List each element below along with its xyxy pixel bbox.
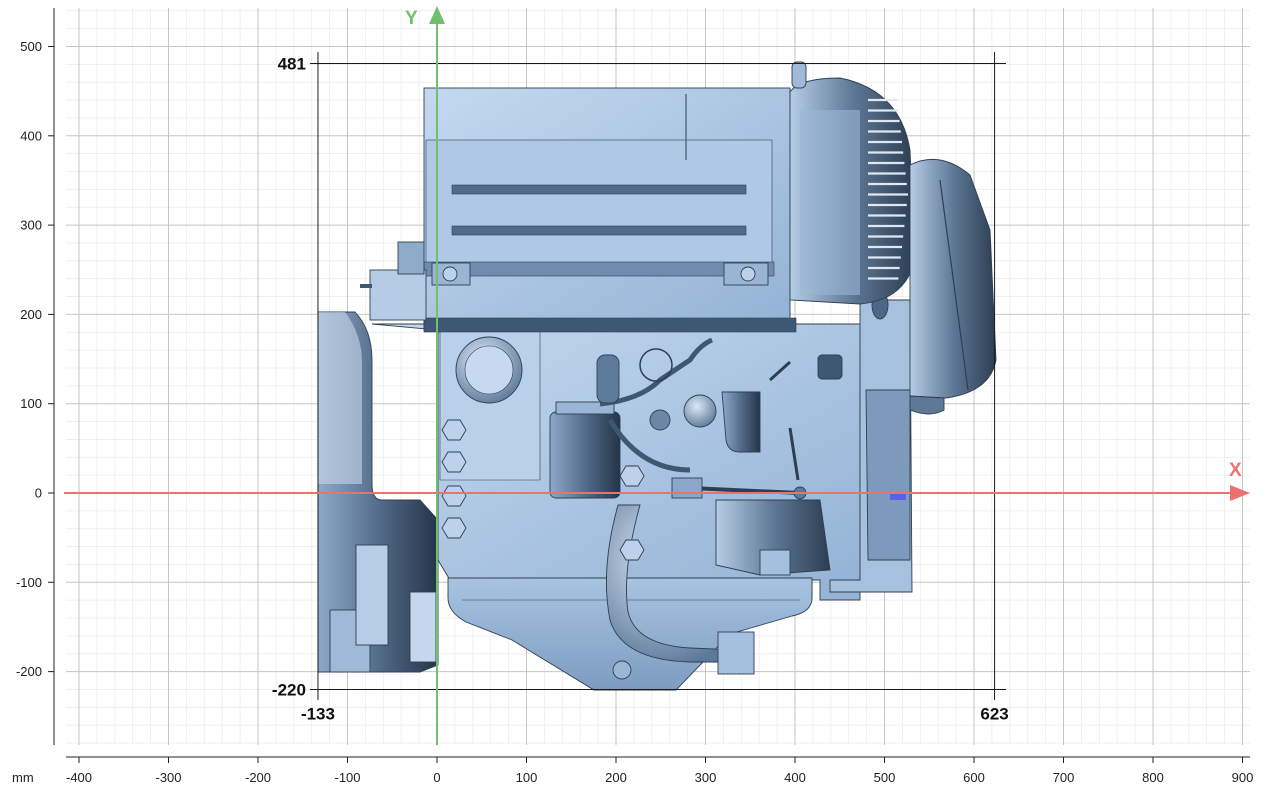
y-tick-label: 0 bbox=[35, 486, 42, 501]
y-tick-label: 500 bbox=[20, 39, 42, 54]
governor-knob bbox=[817, 354, 843, 380]
y-tick-label: -200 bbox=[16, 664, 42, 679]
fuel-fitting-cap bbox=[397, 241, 425, 275]
x-tick-label: 300 bbox=[695, 770, 717, 785]
x-axis-arrow bbox=[1230, 485, 1250, 501]
fan-fins bbox=[868, 98, 908, 280]
bounding-dimensions bbox=[309, 52, 1006, 700]
x-tick-label: 700 bbox=[1053, 770, 1075, 785]
x-tick-label: 800 bbox=[1142, 770, 1164, 785]
fuel-fitting-block bbox=[369, 269, 427, 321]
y-tick-label: 200 bbox=[20, 307, 42, 322]
governor-housing bbox=[721, 391, 761, 453]
y-tick-label: 300 bbox=[20, 218, 42, 233]
cover-panel bbox=[425, 139, 773, 271]
fan-housing-face bbox=[800, 110, 860, 295]
x-tick-label: 100 bbox=[516, 770, 538, 785]
oil-filter-cap bbox=[555, 401, 615, 415]
y-axis-arrow bbox=[429, 6, 445, 24]
crankcase-bolts bbox=[441, 419, 645, 561]
fuel-pump-hub bbox=[649, 409, 671, 431]
clamp-bolt-left bbox=[442, 266, 458, 282]
x-axis-letter: X bbox=[1229, 460, 1242, 481]
indicator-lamp bbox=[890, 492, 906, 500]
x-tick-label: 500 bbox=[874, 770, 896, 785]
lifting-eye bbox=[791, 61, 807, 89]
fuel-pump-wheel bbox=[683, 394, 717, 428]
y-tick-label: 400 bbox=[20, 128, 42, 143]
x-tick-label: -300 bbox=[155, 770, 181, 785]
cover-rail bbox=[423, 261, 775, 277]
dimension-right-label: 623 bbox=[980, 704, 1008, 723]
gauge-ring bbox=[639, 348, 673, 382]
cover-slot-upper bbox=[451, 184, 747, 195]
drain-plug bbox=[612, 660, 632, 680]
dimension-bottom-label: -220 bbox=[272, 680, 306, 699]
x-axis-ticks: -400 -300 -200 -100 0 100 200 300 400 500 600 700 80… bbox=[66, 757, 1253, 785]
x-tick-label: 400 bbox=[784, 770, 806, 785]
starter-motor bbox=[715, 499, 831, 576]
x-tick-label: -400 bbox=[66, 770, 92, 785]
end-cover-shadow bbox=[865, 389, 911, 561]
sump-bracket bbox=[717, 631, 755, 675]
x-tick-label: -100 bbox=[334, 770, 360, 785]
x-tick-label: 200 bbox=[605, 770, 627, 785]
x-tick-label: 900 bbox=[1232, 770, 1254, 785]
clamp-bolt-right bbox=[740, 266, 756, 282]
linkage-block bbox=[671, 477, 703, 499]
x-tick-label: -200 bbox=[245, 770, 271, 785]
governor-lever bbox=[788, 427, 800, 481]
oil-filler-inner bbox=[464, 345, 514, 395]
control-arm bbox=[768, 360, 792, 382]
cover-base-strip bbox=[423, 317, 797, 333]
starter-solenoid bbox=[759, 549, 791, 576]
engine-illustration bbox=[317, 61, 997, 691]
dimension-left-label: -133 bbox=[301, 704, 335, 723]
y-tick-label: 100 bbox=[20, 396, 42, 411]
intake-clamp bbox=[939, 179, 969, 391]
y-tick-label: -100 bbox=[16, 575, 42, 590]
y-axis-letter: Y bbox=[405, 8, 418, 29]
fuel-line-2 bbox=[607, 418, 691, 473]
cover-slot-lower bbox=[451, 225, 747, 236]
flywheel-rib bbox=[355, 544, 389, 646]
injector-pump bbox=[596, 354, 620, 404]
dimension-top-label: 481 bbox=[278, 54, 306, 73]
air-intake-lip bbox=[909, 395, 945, 415]
units-label: mm bbox=[12, 770, 34, 785]
flywheel-flange bbox=[409, 591, 437, 663]
y-axis-ticks: 500 400 300 200 100 0 -100 -200 bbox=[16, 39, 54, 679]
x-tick-label: 600 bbox=[963, 770, 985, 785]
oil-filter bbox=[549, 411, 621, 499]
x-tick-label: 0 bbox=[433, 770, 440, 785]
flywheel-highlight bbox=[318, 312, 362, 484]
